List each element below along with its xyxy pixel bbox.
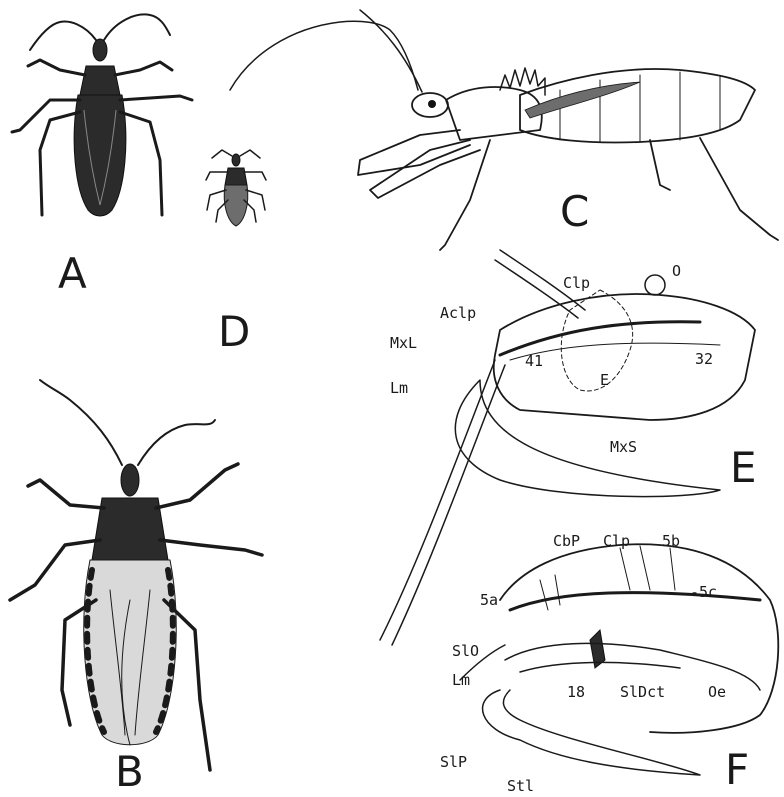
panel-letter-a: A [58,249,87,298]
label-f-5a: 5a [480,591,498,609]
label-f-slp: SlP [440,753,467,771]
label-f-cbp: CbP [553,532,580,550]
diagram-f-illustration [460,544,778,775]
label-e-lm: Lm [390,379,408,397]
bug-d-illustration [206,150,266,226]
panel-letter-c: C [560,187,589,236]
diagram-e-labels: Clp O Aclp MxL 41 32 E Lm MxS [390,262,713,456]
label-f-clp: Clp [603,532,630,550]
panel-letter-b: B [115,747,144,796]
panel-letter-f: F [725,745,749,794]
label-e-mxl: MxL [390,334,417,352]
label-e-mxs: MxS [610,438,637,456]
label-e-41: 41 [525,352,543,370]
label-e-clp: Clp [563,274,590,292]
bug-a-illustration [12,14,192,216]
label-f-18: 18 [567,683,585,701]
label-f-slo: SlO [452,642,479,660]
label-f-5b: 5b [662,532,680,550]
label-e-e: E [600,371,609,389]
label-f-oe: Oe [708,683,726,701]
panel-letter-e: E [730,443,757,492]
label-e-aclp: Aclp [440,304,476,322]
panel-letter-d: D [218,307,250,356]
label-e-32: 32 [695,350,713,368]
label-f-lm: Lm [452,671,470,689]
label-e-o: O [672,262,681,280]
label-f-sldct: SlDct [620,683,665,701]
bug-b-illustration [10,380,262,770]
label-f-stl: Stl [507,777,534,795]
label-f-5c: -5c [690,583,717,601]
bug-c-illustration [230,10,778,250]
